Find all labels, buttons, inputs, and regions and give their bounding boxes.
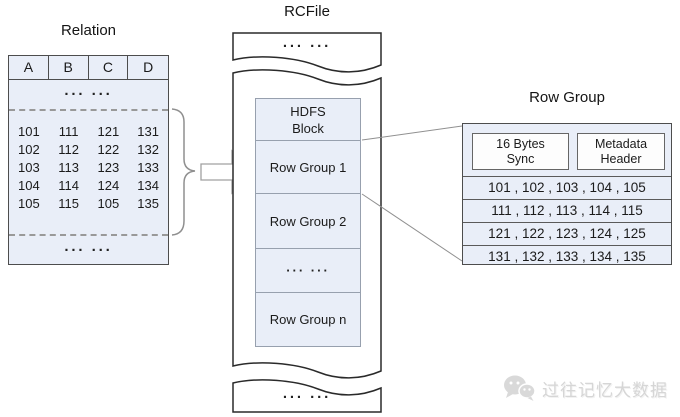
column-b-values-row: 111 , 112 , 113 , 114 , 115 <box>463 199 671 222</box>
relation-col-a: A <box>9 56 49 79</box>
cell-r5-b: 115 <box>58 196 79 211</box>
ellipsis-dots: ··· ··· <box>64 241 113 259</box>
cell-r2-b: 112 <box>58 142 79 157</box>
cell-r5-c: 105 <box>97 196 120 211</box>
relation-col-b: B <box>49 56 89 79</box>
row-group-n-block: Row Group n <box>255 292 361 347</box>
cell-r2-d: 132 <box>137 142 159 157</box>
column-c-values-row: 121 , 122 , 123 , 124 , 125 <box>463 222 671 245</box>
cell-r1-d: 131 <box>137 124 159 139</box>
relation-data-rows: 101 111 121 131 102 112 122 132 103 113 … <box>9 109 168 236</box>
cell-r1-a: 101 <box>18 124 40 139</box>
relation-col-c: C <box>89 56 129 79</box>
cell-r4-c: 124 <box>97 178 120 193</box>
sync-marker-box: 16 Bytes Sync <box>472 133 569 170</box>
cell-r5-d: 135 <box>137 196 159 211</box>
watermark-text: 过往记忆大数据 <box>542 380 668 400</box>
connector-line-bottom <box>361 193 463 262</box>
cell-r1-c: 121 <box>97 124 120 139</box>
cell-r4-b: 114 <box>58 178 79 193</box>
cell-r4-a: 104 <box>18 178 40 193</box>
column-d-values-row: 131 , 132 , 133 , 134 , 135 <box>463 245 671 268</box>
ellipsis-dots: ··· ··· <box>64 86 113 103</box>
rcfile-bottom-torn-box <box>232 379 382 413</box>
row-group-2-block: Row Group 2 <box>255 193 361 249</box>
relation-table: A B C D ··· ··· 101 111 121 131 102 112 … <box>8 55 169 265</box>
watermark: 过往记忆大数据 <box>502 373 668 403</box>
row-group-title: Row Group <box>529 89 605 106</box>
cell-r3-a: 103 <box>18 160 40 175</box>
row-group-detail-box: 16 Bytes Sync Metadata Header 101 , 102 … <box>462 123 672 265</box>
cell-r3-c: 123 <box>97 160 120 175</box>
cell-r2-c: 122 <box>97 142 120 157</box>
relation-col-d: D <box>143 59 154 75</box>
brace-shape <box>171 108 196 236</box>
row-group-1-block: Row Group 1 <box>255 140 361 194</box>
cell-r3-b: 113 <box>58 160 79 175</box>
cell-r2-a: 102 <box>18 142 40 157</box>
wechat-icon <box>504 375 536 401</box>
relation-header-row: A B C D <box>9 56 168 80</box>
hdfs-block: HDFS Block <box>255 98 361 141</box>
metadata-header-box: Metadata Header <box>577 133 665 170</box>
rcfile-bottom-ellipsis: ··· ··· <box>282 389 332 406</box>
cell-r1-b: 111 <box>58 124 79 139</box>
relation-top-ellipsis: ··· ··· <box>9 80 168 109</box>
rcfile-title: RCFile <box>284 3 330 20</box>
cell-r4-d: 134 <box>137 178 159 193</box>
row-group-ellipsis-block: ··· ··· <box>255 248 361 293</box>
connector-line-top <box>361 125 463 141</box>
rcfile-top-ellipsis: ··· ··· <box>282 38 332 55</box>
row-group-data-rows: 101 , 102 , 103 , 104 , 105 111 , 112 , … <box>463 176 671 268</box>
cell-r5-a: 105 <box>18 196 40 211</box>
cell-r3-d: 133 <box>137 160 159 175</box>
relation-title: Relation <box>60 22 117 39</box>
relation-bottom-ellipsis: ··· ··· <box>9 236 168 264</box>
column-a-values-row: 101 , 102 , 103 , 104 , 105 <box>463 176 671 199</box>
rcfile-top-torn-box <box>232 32 382 73</box>
